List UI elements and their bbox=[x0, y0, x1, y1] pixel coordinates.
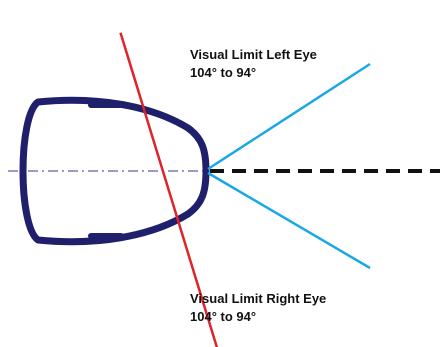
head-detail-bottom bbox=[88, 233, 124, 239]
right-eye-range: 104° to 94° bbox=[190, 309, 256, 324]
view-line-upper bbox=[207, 62, 371, 171]
left-eye-range: 104° to 94° bbox=[190, 65, 256, 80]
head-detail-top bbox=[88, 102, 124, 108]
visual-limit-line bbox=[119, 32, 219, 347]
head-outline bbox=[19, 96, 210, 246]
right-eye-title: Visual Limit Right Eye bbox=[190, 291, 326, 306]
view-line-lower bbox=[207, 171, 371, 270]
left-eye-title: Visual Limit Left Eye bbox=[190, 47, 317, 62]
